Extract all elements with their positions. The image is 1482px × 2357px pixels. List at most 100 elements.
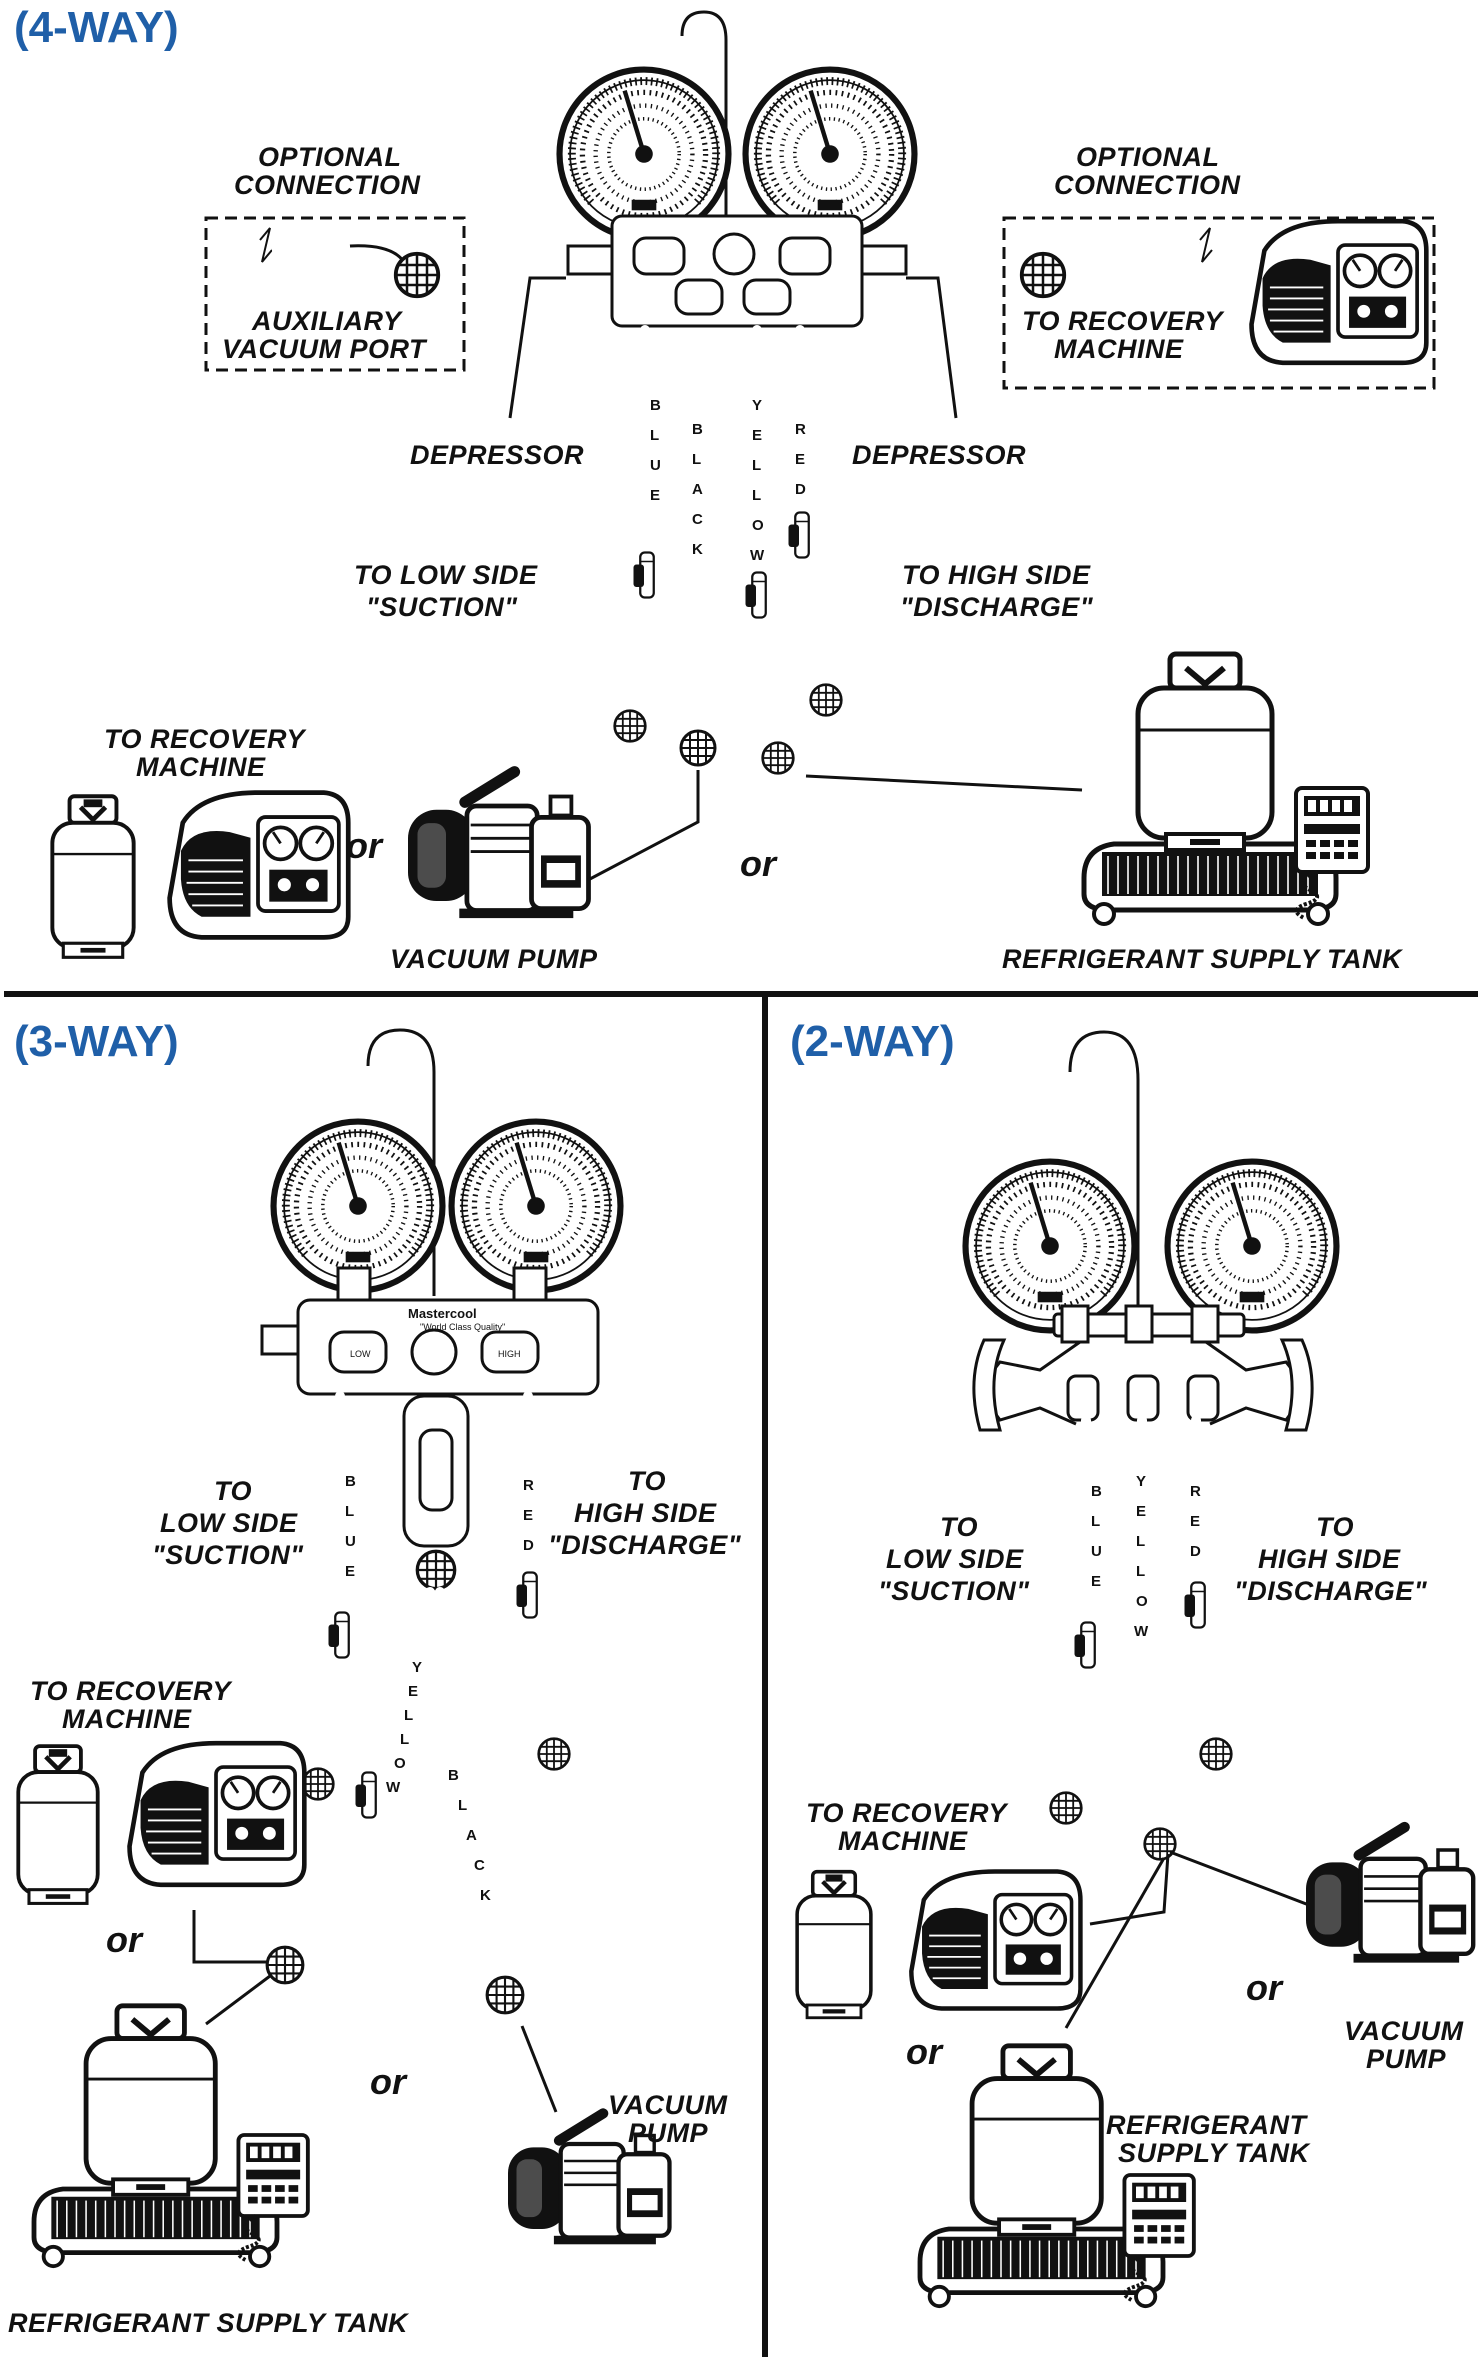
svg-text:K: K: [480, 1887, 491, 1904]
coupler-red-3-way: [537, 1737, 571, 1771]
to-recovery-3-way-1: TO RECOVERY: [30, 1676, 234, 1706]
section-title-2-way: (2-WAY): [790, 1017, 955, 1066]
low-side-3-way-2: LOW SIDE: [160, 1508, 298, 1538]
supply-tank-2-way-2: SUPPLY TANK: [1118, 2138, 1312, 2168]
svg-text:E: E: [650, 487, 660, 504]
depressor-left: DEPRESSOR: [410, 440, 584, 470]
recovery-line-2-way: [1089, 1853, 1170, 1926]
svg-text:O: O: [394, 1755, 406, 1772]
svg-text:D: D: [523, 1537, 534, 1554]
svg-text:E: E: [795, 451, 805, 468]
svg-text:B: B: [1091, 1483, 1102, 1500]
svg-text:A: A: [692, 481, 703, 498]
refrigerant-supply-tank-3-way: [34, 2006, 308, 2266]
coupler-red: [809, 683, 843, 717]
recovery-machine-3-way: [130, 1743, 305, 1885]
sight-glass: [712, 232, 756, 276]
vacuum-pump-4-way: [408, 772, 589, 918]
svg-text:L: L: [400, 1731, 409, 1748]
low-side-label-1: TO LOW SIDE: [354, 560, 538, 590]
to-recovery-left-2: MACHINE: [136, 752, 266, 782]
svg-text:D: D: [795, 481, 806, 498]
low-side-2-way-3: "SUCTION": [878, 1576, 1030, 1606]
low-pressure-gauge-3-way: [274, 1122, 443, 1291]
svg-text:B: B: [345, 1473, 356, 1490]
manifold-hook: [680, 10, 728, 220]
svg-text:O: O: [1136, 1593, 1148, 1610]
vacuum-pump-2-way-2: PUMP: [1366, 2044, 1446, 2074]
knob-low: [632, 236, 686, 276]
coupler-blue-3-way: [301, 1767, 335, 1801]
knob-ref: [742, 278, 792, 316]
coupler-red-2-way: [1199, 1737, 1233, 1771]
svg-text:L: L: [752, 457, 761, 474]
coupler-black: [679, 729, 717, 767]
manifold-tagline: "World Class Quality": [420, 1322, 505, 1332]
svg-text:U: U: [1091, 1543, 1102, 1560]
svg-text:W: W: [386, 1779, 401, 1796]
low-side-3-way-3: "SUCTION": [152, 1540, 304, 1570]
high-pressure-gauge-3-way: [452, 1122, 621, 1291]
svg-text:L: L: [692, 451, 701, 468]
low-side-label-2: "SUCTION": [366, 592, 518, 622]
knob-high: [778, 236, 832, 276]
svg-text:E: E: [523, 1507, 533, 1524]
to-recovery-3-way-2: MACHINE: [62, 1704, 192, 1734]
high-side-3-way-1: TO: [628, 1466, 666, 1496]
svg-text:L: L: [458, 1797, 467, 1814]
vacuum-pump-3-way-1: VACUUM: [608, 2090, 728, 2120]
svg-text:W: W: [1134, 1623, 1149, 1640]
recovery-machine-4-way: [170, 793, 349, 938]
svg-text:Y: Y: [1136, 1473, 1146, 1490]
high-side-3-way-3: "DISCHARGE": [548, 1530, 742, 1560]
knob-vac: [674, 278, 724, 316]
coupler-black-3-way: [485, 1975, 525, 2015]
high-pressure-gauge: [746, 70, 915, 239]
vacuum-pump-line-4-way: [587, 770, 700, 882]
supply-tank-line-2-way: [1064, 1857, 1166, 2029]
vacuum-pump-2-way-1: VACUUM: [1344, 2016, 1464, 2046]
svg-text:E: E: [1136, 1503, 1146, 1520]
coupler-yellow-2-way: [1143, 1827, 1177, 1861]
depressor-left-leader: [508, 276, 566, 419]
svg-text:E: E: [752, 427, 762, 444]
svg-text:L: L: [1136, 1563, 1145, 1580]
depressor-right: DEPRESSOR: [852, 440, 1026, 470]
high-side-label-1: TO HIGH SIDE: [902, 560, 1091, 590]
svg-text:E: E: [345, 1563, 355, 1580]
or-2-way-right: or: [1246, 1967, 1284, 2008]
section-title-4-way: (4-WAY): [14, 3, 179, 52]
svg-text:B: B: [448, 1767, 459, 1784]
hose-label-red: RED: [795, 421, 806, 498]
coupler-blue-2-way: [1049, 1791, 1083, 1825]
svg-text:L: L: [1091, 1513, 1100, 1530]
high-side-2-way-2: HIGH SIDE: [1258, 1544, 1401, 1574]
vacuum-pump-line-3-way: [520, 2025, 558, 2113]
to-recovery-2-way-2: MACHINE: [838, 1826, 968, 1856]
supply-tank-label-3-way: REFRIGERANT SUPPLY TANK: [8, 2308, 410, 2338]
or-4-way-right: or: [740, 843, 778, 884]
low-side-3-way-1: TO: [214, 1476, 252, 1506]
coupler-yellow: [761, 741, 795, 775]
recovery-machine-2-way: [911, 1871, 1080, 2008]
svg-text:L: L: [1136, 1533, 1145, 1550]
svg-text:Y: Y: [412, 1659, 422, 1676]
recovery-cylinder-3-way: [18, 1746, 97, 1903]
svg-text:W: W: [750, 547, 765, 564]
optional-box-right: [1002, 216, 1436, 390]
manifold-brand: Mastercool: [408, 1306, 477, 1321]
knob-high-3-way: [480, 1330, 540, 1374]
vacuum-pump-line-2-way: [1169, 1850, 1323, 1912]
svg-text:B: B: [650, 397, 661, 414]
svg-text:Y: Y: [752, 397, 762, 414]
or-3-way-right: or: [370, 2061, 408, 2102]
vacuum-pump-2-way: [1306, 1827, 1473, 1963]
manifold-hook-3-way: [366, 1028, 436, 1296]
